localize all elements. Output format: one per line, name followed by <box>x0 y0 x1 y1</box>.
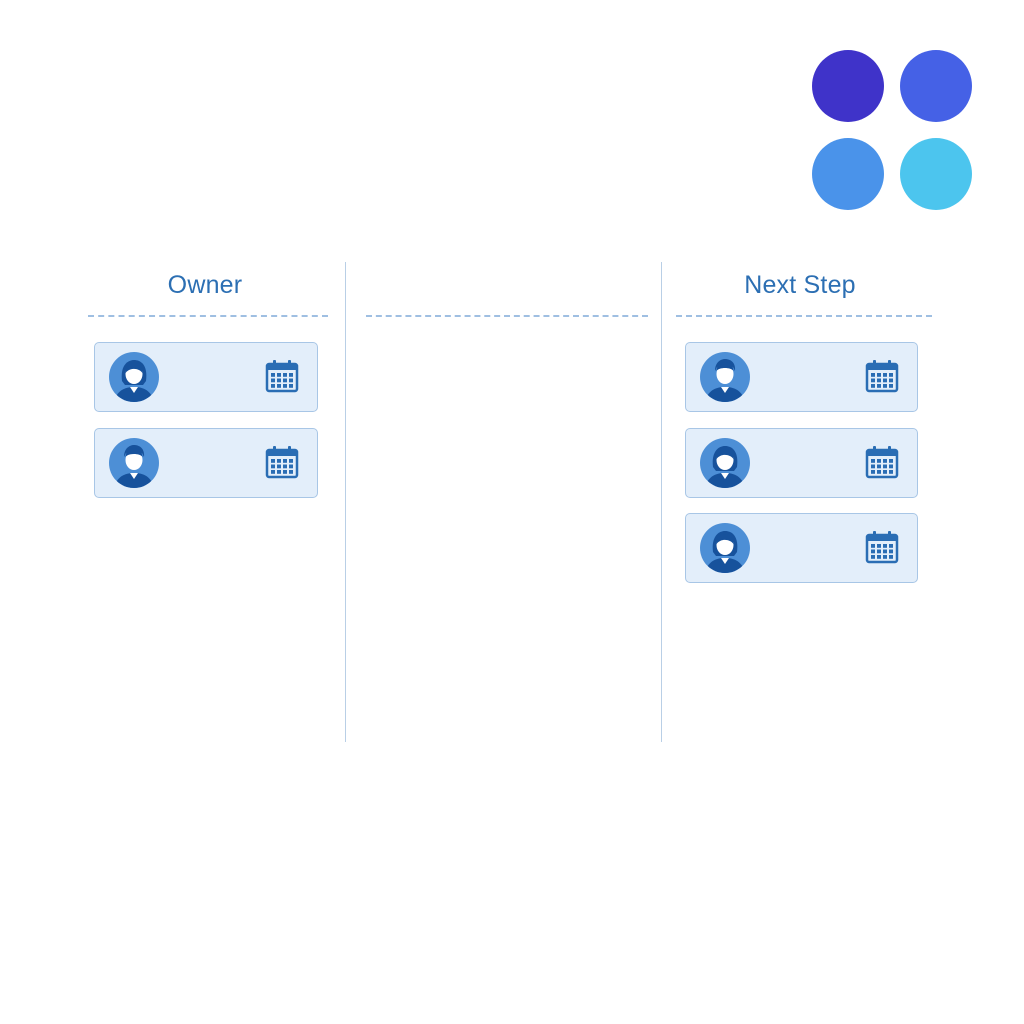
header-divider <box>88 315 328 317</box>
column-separator <box>345 262 346 742</box>
calendar-icon[interactable] <box>864 529 900 565</box>
column-header: Owner <box>167 270 243 299</box>
calendar-icon[interactable] <box>864 358 900 394</box>
task-card[interactable] <box>685 513 918 583</box>
woman-avatar-icon <box>699 437 751 489</box>
logo-dot <box>900 138 972 210</box>
header-divider <box>366 315 648 317</box>
column-owner: Owner <box>88 262 328 498</box>
header-divider <box>676 315 932 317</box>
man-avatar-icon <box>108 437 160 489</box>
woman-avatar-icon <box>699 522 751 574</box>
woman-avatar-icon <box>108 351 160 403</box>
task-card[interactable] <box>685 342 918 412</box>
calendar-icon[interactable] <box>864 444 900 480</box>
column-next-step: Next Step <box>676 262 932 583</box>
calendar-icon[interactable] <box>264 358 300 394</box>
logo-dot <box>812 50 884 122</box>
column-middle <box>366 262 648 317</box>
column-header: Next Step <box>744 270 856 299</box>
man-avatar-icon <box>699 351 751 403</box>
column-separator <box>661 262 662 742</box>
column-header <box>366 262 648 308</box>
logo-dot <box>812 138 884 210</box>
task-card[interactable] <box>94 342 318 412</box>
task-card[interactable] <box>685 427 918 498</box>
logo-dot <box>900 50 972 122</box>
task-card[interactable] <box>94 427 318 498</box>
app-logo <box>812 50 974 212</box>
calendar-icon[interactable] <box>264 444 300 480</box>
